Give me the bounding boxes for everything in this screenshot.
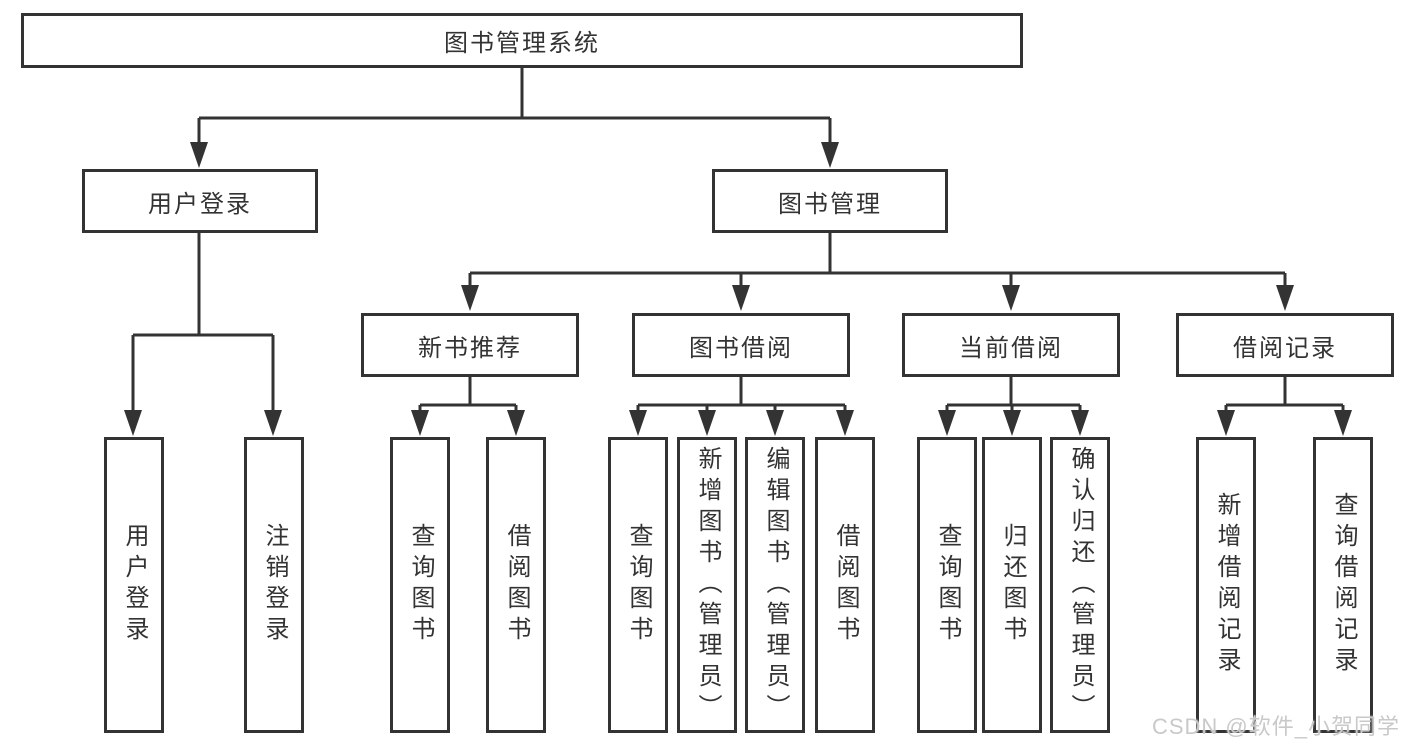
node-current-borrowing: 当前借阅 — [902, 313, 1120, 377]
leaf-add-borrow-record-label: 新增借阅记录 — [1213, 492, 1240, 678]
node-library-management-system: 图书管理系统 — [21, 13, 1023, 68]
leaf-query-borrow-record: 查询借阅记录 — [1313, 437, 1373, 733]
node-book-borrowing: 图书借阅 — [632, 313, 850, 377]
csdn-watermark: CSDN @软件_小贺同学 — [1151, 714, 1400, 739]
node-library-management-system-label: 图书管理系统 — [444, 30, 600, 57]
leaf-borrow-books-1-label: 借阅图书 — [503, 523, 530, 647]
leaf-borrow-books-2: 借阅图书 — [815, 437, 875, 733]
leaf-logout: 注销登录 — [244, 437, 304, 733]
node-borrow-records: 借阅记录 — [1176, 313, 1394, 377]
leaf-query-books-3-label: 查询图书 — [934, 523, 961, 647]
node-borrow-records-label: 借阅记录 — [1233, 334, 1337, 362]
leaf-return-books-label: 归还图书 — [999, 523, 1026, 647]
leaf-query-books-1-label: 查询图书 — [407, 523, 434, 647]
node-book-management: 图书管理 — [712, 169, 948, 233]
leaf-borrow-books-2-label: 借阅图书 — [832, 523, 859, 647]
leaf-add-books-admin-label: 新增图书（管理员） — [694, 445, 721, 725]
leaf-query-borrow-record-label: 查询借阅记录 — [1330, 492, 1357, 678]
leaf-confirm-return-admin-label: 确认归还（管理员） — [1067, 445, 1094, 725]
leaf-user-login-label: 用户登录 — [121, 523, 148, 647]
node-book-management-label: 图书管理 — [778, 190, 882, 218]
leaf-confirm-return-admin: 确认归还（管理员） — [1050, 437, 1110, 733]
leaf-query-books-1: 查询图书 — [390, 437, 450, 733]
node-user-login: 用户登录 — [82, 169, 318, 233]
node-user-login-label: 用户登录 — [148, 190, 252, 218]
leaf-add-books-admin: 新增图书（管理员） — [677, 437, 737, 733]
node-new-book-recommend: 新书推荐 — [361, 313, 579, 377]
node-new-book-recommend-label: 新书推荐 — [418, 334, 522, 362]
leaf-edit-books-admin-label: 编辑图书（管理员） — [762, 445, 789, 725]
leaf-return-books: 归还图书 — [982, 437, 1042, 733]
leaf-logout-label: 注销登录 — [261, 523, 288, 647]
leaf-query-books-3: 查询图书 — [917, 437, 977, 733]
leaf-user-login: 用户登录 — [104, 437, 164, 733]
node-current-borrowing-label: 当前借阅 — [959, 334, 1063, 362]
leaf-query-books-2: 查询图书 — [608, 437, 668, 733]
leaf-add-borrow-record: 新增借阅记录 — [1196, 437, 1256, 733]
leaf-query-books-2-label: 查询图书 — [625, 523, 652, 647]
leaf-borrow-books-1: 借阅图书 — [486, 437, 546, 733]
leaf-edit-books-admin: 编辑图书（管理员） — [745, 437, 805, 733]
node-book-borrowing-label: 图书借阅 — [689, 334, 793, 362]
